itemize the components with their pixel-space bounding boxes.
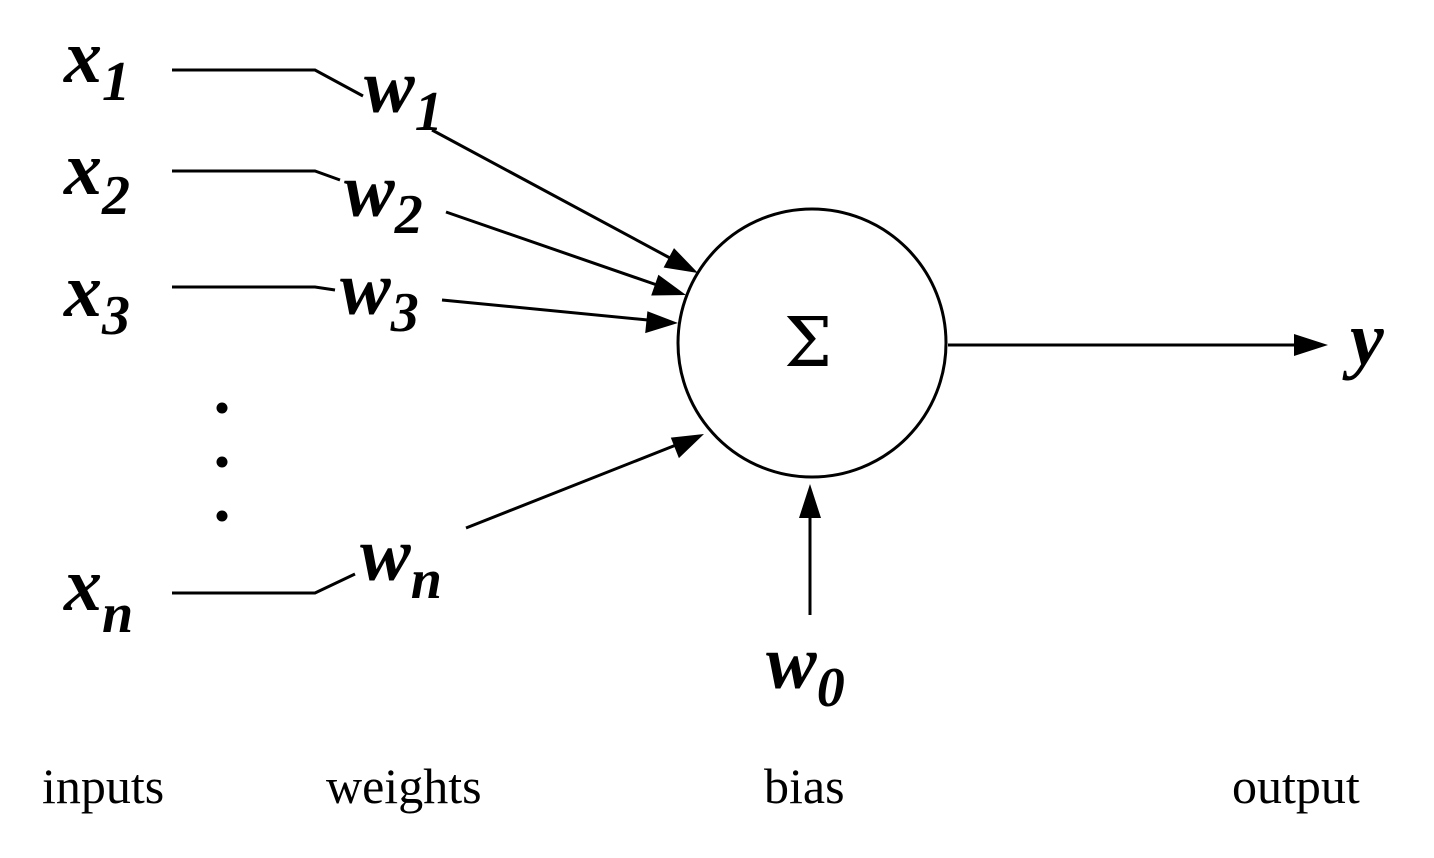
caption-weights: weights (326, 758, 482, 814)
sigma-symbol: Σ (784, 304, 832, 383)
bias-label-w0: w0 (766, 621, 845, 719)
bias-edge-arrowhead (799, 484, 821, 518)
input-wire-n (172, 572, 356, 595)
input-wire-3 (172, 285, 336, 292)
weight-label-w1: w1 (364, 45, 443, 143)
weight-edge-1-arrowhead (663, 248, 698, 273)
input-label-x1: x1 (63, 15, 130, 113)
weight-edge-2 (445, 210, 658, 287)
summation-node (676, 207, 948, 479)
output-label-y: y (1342, 297, 1384, 381)
input-label-x3: x3 (63, 249, 130, 347)
output-edge-arrowhead (1294, 334, 1328, 356)
weight-edge-3-arrowhead (645, 311, 678, 334)
weight-label-w2: w2 (344, 149, 423, 246)
input-wire-2 (172, 169, 341, 182)
caption-inputs: inputs (42, 758, 164, 814)
input-label-x2: x2 (63, 127, 130, 227)
weight-edge-n (465, 443, 677, 530)
input-label-xn: xn (63, 543, 133, 645)
input-wire-1 (172, 68, 364, 98)
weight-edge-1 (431, 128, 671, 260)
ellipsis-dots (216, 402, 228, 522)
weight-label-wn: wn (360, 513, 442, 611)
weight-label-w3: w3 (340, 247, 419, 344)
caption-bias: bias (764, 758, 845, 814)
weight-edge-2-arrowhead (651, 274, 686, 296)
weight-edge-n-arrowhead (670, 434, 704, 459)
weight-edge-3 (441, 298, 649, 322)
caption-output: output (1232, 758, 1360, 814)
